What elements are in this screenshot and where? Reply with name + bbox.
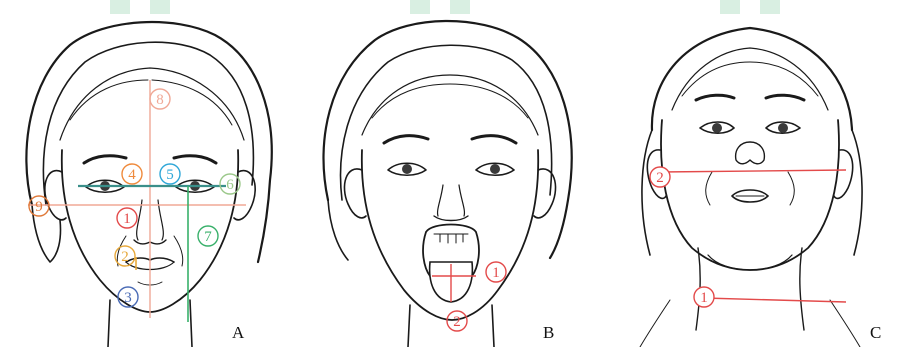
svg-text:1: 1 (700, 290, 708, 306)
panel-letter-a: A (232, 324, 244, 341)
marker-1: 1 (694, 287, 714, 307)
marker-7: 7 (198, 226, 218, 246)
marker-2: 2 (447, 311, 467, 331)
landmark-markers-b: 1 2 (300, 0, 600, 347)
marker-9: 9 (29, 196, 49, 216)
svg-text:8: 8 (156, 92, 164, 108)
svg-text:1: 1 (492, 265, 500, 281)
marker-1: 1 (486, 262, 506, 282)
panel-letter-b: B (543, 324, 554, 341)
marker-2: 2 (650, 167, 670, 187)
panel-c: 2 1 C (600, 0, 897, 347)
svg-text:2: 2 (121, 249, 129, 265)
svg-text:1: 1 (123, 211, 131, 227)
svg-text:7: 7 (204, 229, 212, 245)
svg-text:4: 4 (128, 167, 136, 183)
svg-text:2: 2 (656, 170, 664, 186)
marker-3: 3 (118, 287, 138, 307)
svg-text:6: 6 (226, 177, 234, 193)
svg-text:2: 2 (453, 314, 461, 330)
landmark-markers-c: 2 1 (600, 0, 897, 347)
marker-5: 5 (160, 164, 180, 184)
panel-letter-c: C (870, 324, 881, 341)
panel-b: 1 2 B (300, 0, 600, 347)
marker-2: 2 (115, 246, 135, 266)
marker-8: 8 (150, 89, 170, 109)
landmark-markers-a: 8 4 5 6 9 1 7 (0, 0, 300, 347)
marker-6: 6 (220, 174, 240, 194)
svg-text:3: 3 (124, 290, 132, 306)
panel-a: 8 4 5 6 9 1 7 (0, 0, 300, 347)
svg-text:9: 9 (35, 199, 43, 215)
svg-text:5: 5 (166, 167, 174, 183)
marker-4: 4 (122, 164, 142, 184)
marker-1: 1 (117, 208, 137, 228)
